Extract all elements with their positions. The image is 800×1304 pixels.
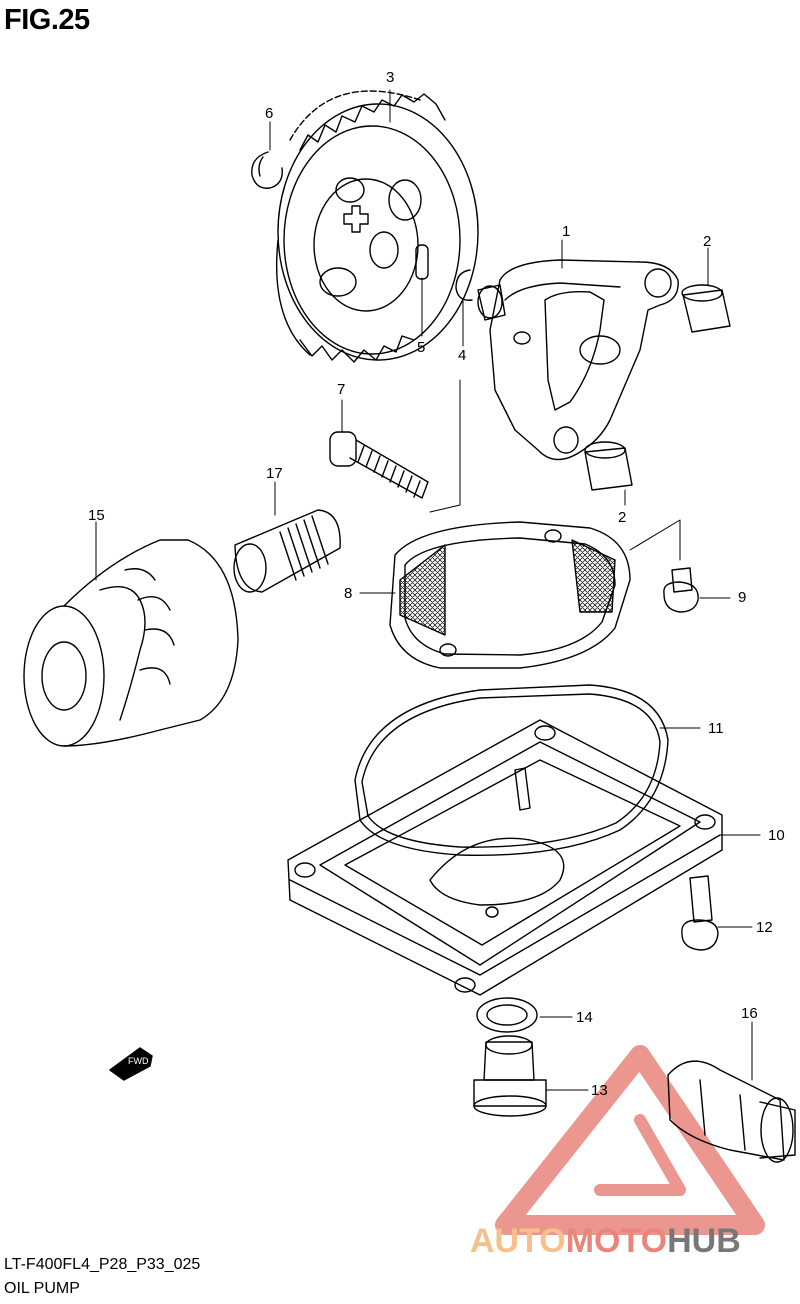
callout-4: 4 — [458, 347, 466, 364]
oil-filter — [23, 539, 239, 747]
callout-11: 11 — [708, 720, 724, 737]
callout-3: 3 — [386, 69, 394, 86]
callout-2-upper: 2 — [703, 233, 711, 250]
dowel-bushing-lower — [584, 441, 633, 491]
circlip — [251, 151, 283, 189]
oil-strainer — [389, 521, 631, 669]
dowel-bushing-upper — [681, 284, 731, 333]
callout-14: 14 — [576, 1009, 593, 1026]
callout-16: 16 — [741, 1005, 758, 1022]
forward-direction-arrow: FWD — [109, 1047, 153, 1081]
small-circlip — [455, 269, 473, 301]
drain-gasket — [476, 997, 538, 1033]
watermark-hub: HUB — [667, 1222, 741, 1260]
filter-nipple — [233, 509, 341, 593]
callout-17: 17 — [266, 465, 283, 482]
oil-pump-body — [477, 259, 679, 461]
long-bolt — [329, 431, 429, 499]
callout-15: 15 — [88, 507, 105, 524]
pan-bolt — [681, 875, 719, 951]
callout-10: 10 — [768, 827, 785, 844]
callout-12: 12 — [756, 919, 773, 936]
watermark-logo — [495, 1045, 765, 1235]
leader-lines — [95, 89, 761, 1091]
callout-7: 7 — [337, 381, 345, 398]
oil-pan — [287, 719, 723, 996]
callout-2-lower: 2 — [618, 509, 626, 526]
watermark-auto: AUTO — [470, 1222, 566, 1260]
callout-6: 6 — [265, 105, 273, 122]
figure-title: FIG.25 — [4, 4, 90, 36]
callout-5: 5 — [417, 339, 425, 356]
diagram-code: LT-F400FL4_P28_P33_025 — [4, 1256, 201, 1273]
watermark-moto: MOTO — [565, 1222, 668, 1260]
watermark-text: AUTOMOTOHUB — [470, 1222, 741, 1261]
callout-labels: 1 2 2 3 4 5 6 7 8 9 10 11 12 13 14 15 16… — [88, 69, 785, 1099]
callout-9: 9 — [738, 589, 746, 606]
o-ring — [354, 684, 669, 856]
fwd-label: FWD — [128, 1056, 149, 1066]
short-bolt — [663, 567, 699, 613]
diagram-name: OIL PUMP — [4, 1280, 80, 1297]
callout-1: 1 — [562, 223, 570, 240]
callout-8: 8 — [344, 585, 352, 602]
callout-13: 13 — [591, 1082, 608, 1099]
drain-plug — [473, 1035, 547, 1117]
oil-pressure-switch — [667, 1060, 796, 1163]
oil-pump-driven-gear — [275, 90, 479, 363]
